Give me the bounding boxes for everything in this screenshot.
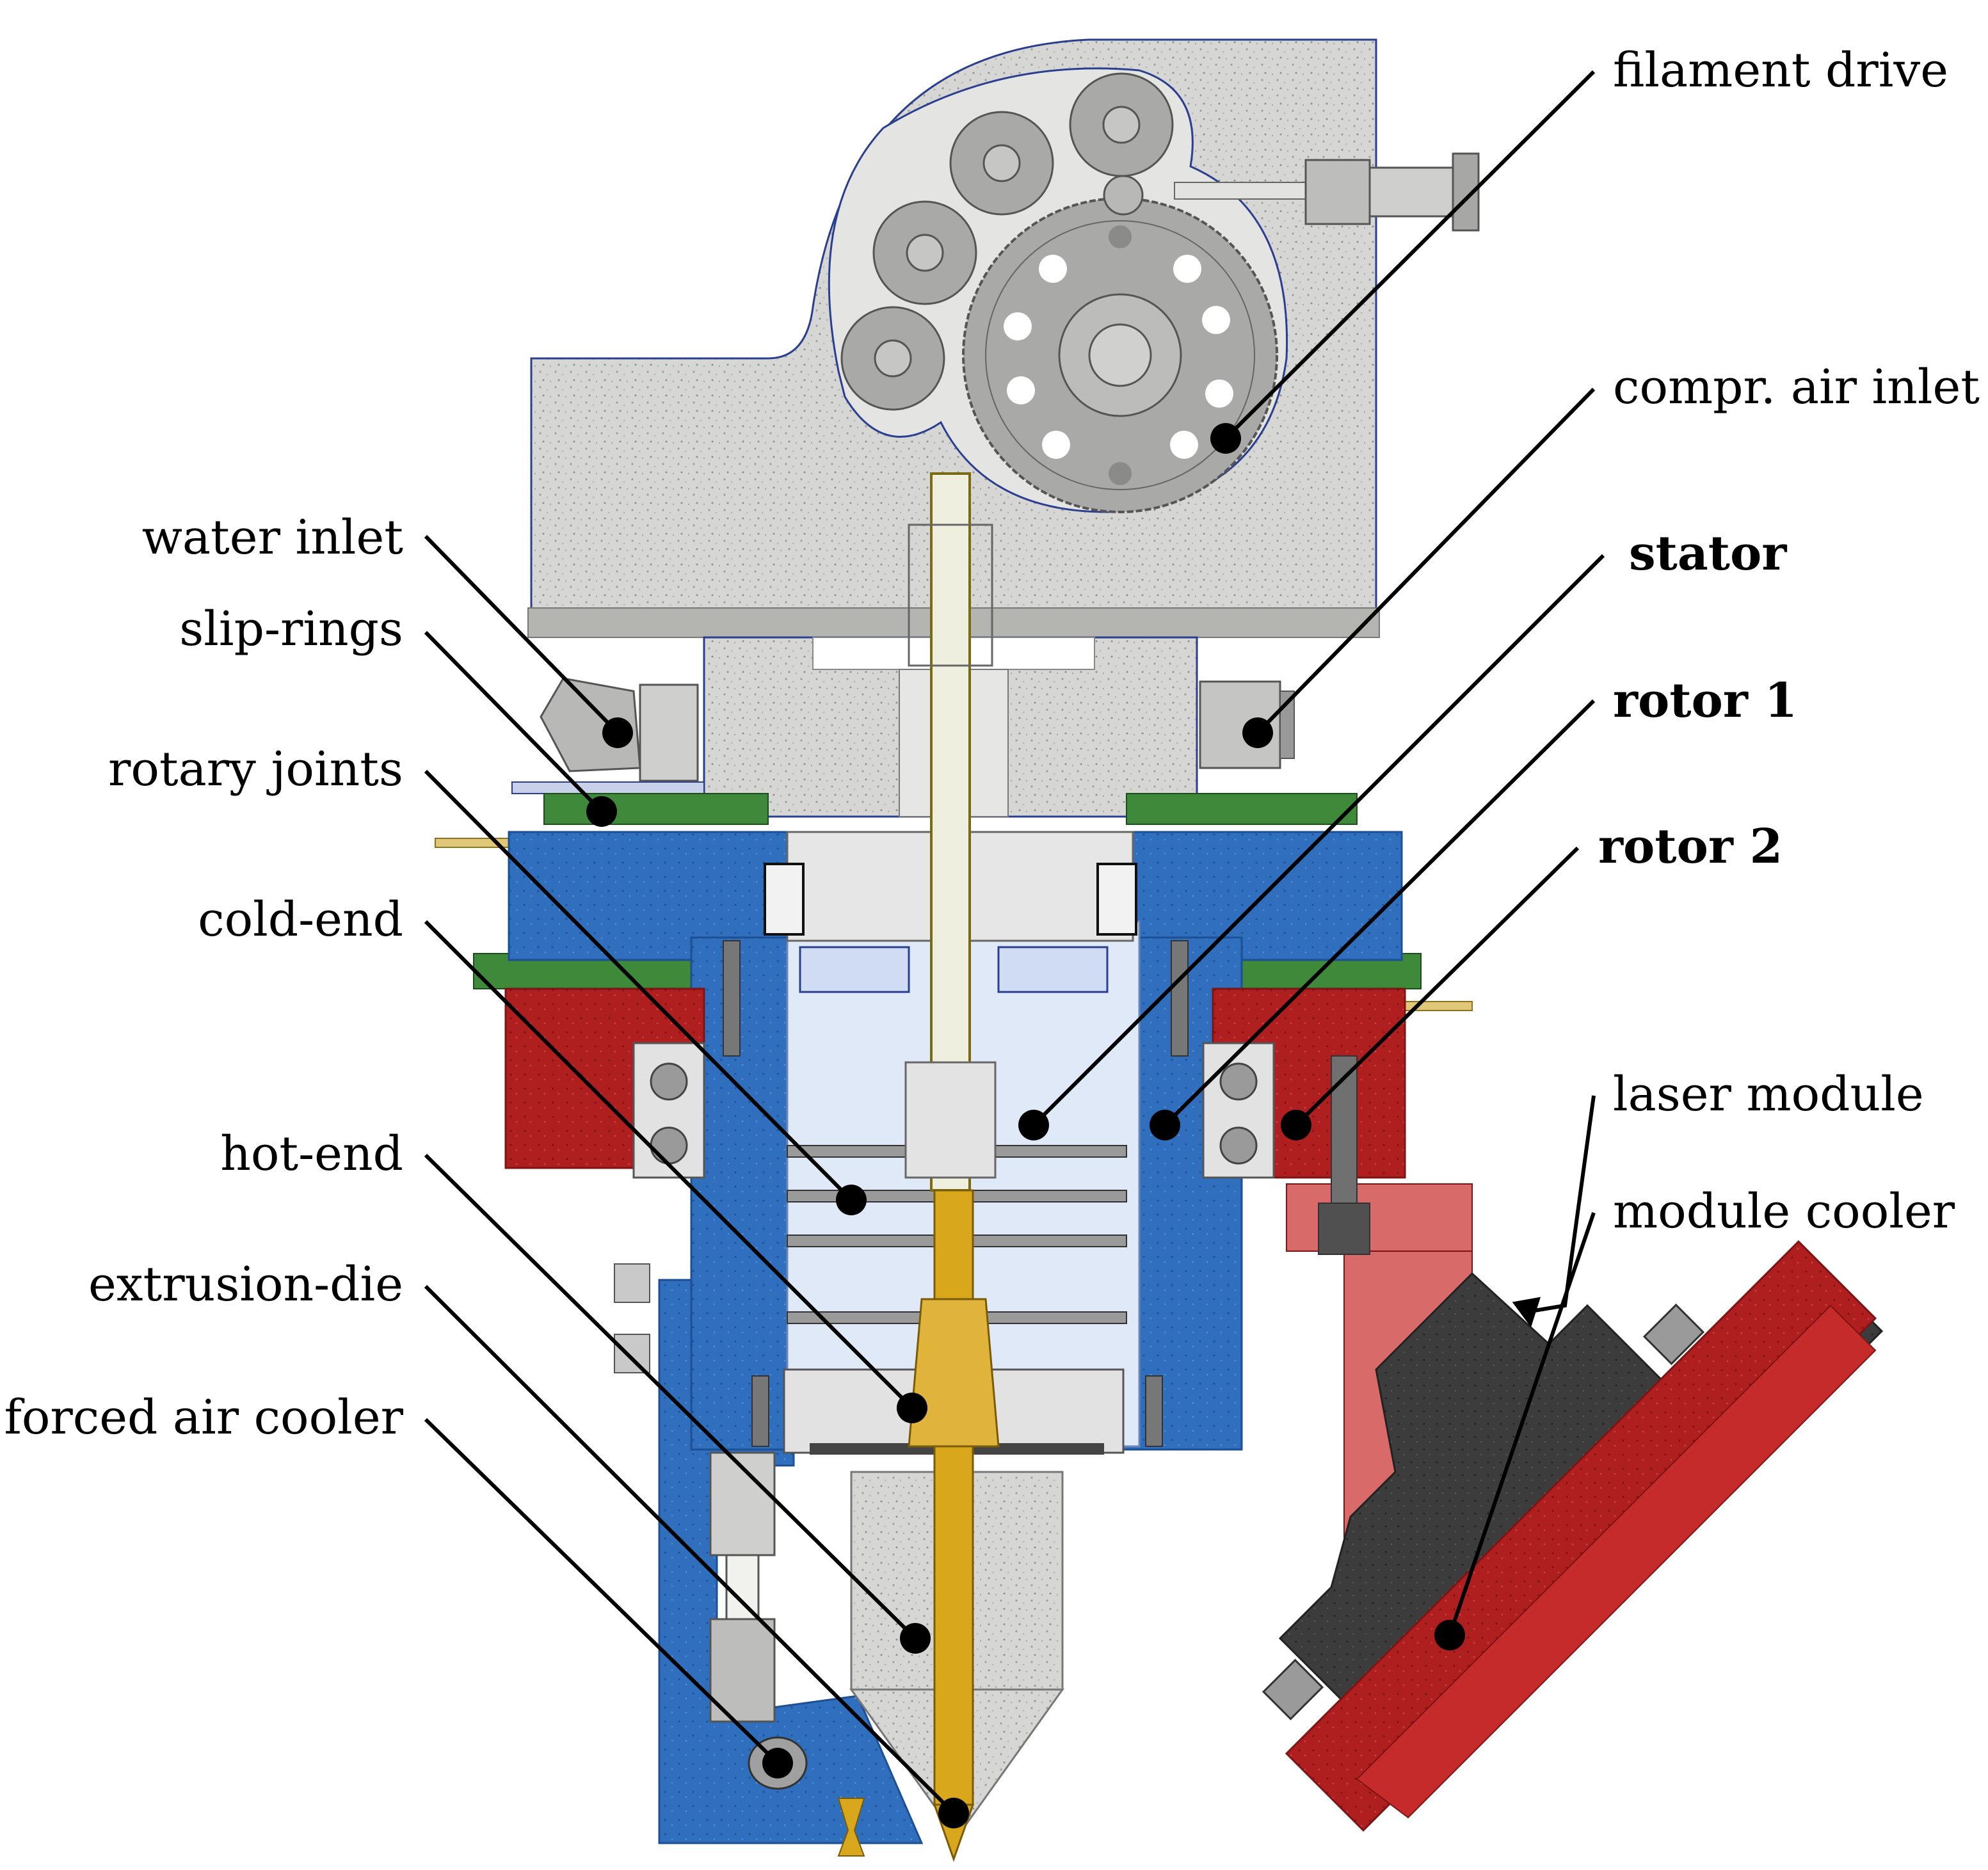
label-forced-air-cooler: forced air cooler (4, 1390, 403, 1445)
idler-roller-2 (1069, 72, 1174, 177)
label-extrusion-die: extrusion-die (88, 1257, 403, 1312)
label-cold-end: cold-end (198, 892, 403, 947)
bolt-rotor-2 (1318, 1055, 1370, 1255)
label-rotary-joints: rotary joints (108, 742, 403, 797)
water-inlet-fitting (540, 677, 699, 782)
label-stator: stator (1629, 526, 1787, 581)
leader-lines (424, 70, 1605, 1815)
filament-tube (904, 472, 997, 1192)
dot-rotary-joints (836, 1185, 867, 1215)
leader-forced-air-cooler (424, 1418, 780, 1765)
label-filament-drive: filament drive (1613, 43, 1948, 98)
dot-stator (1018, 1110, 1049, 1140)
leader-slip-rings (424, 630, 604, 813)
dot-compr-air-inlet (1242, 717, 1273, 748)
gear-train (828, 67, 1288, 513)
leader-rotor-2 (1294, 846, 1580, 1127)
dot-hot-end (900, 1623, 931, 1654)
label-module-cooler: module cooler (1613, 1184, 1955, 1239)
dot-rotor-1 (1150, 1110, 1180, 1140)
callout-dots (586, 423, 1465, 1828)
leader-rotor-1 (1163, 699, 1596, 1127)
label-slip-rings: slip-rings (179, 602, 403, 657)
leader-hot-end (424, 1153, 917, 1640)
laser-module-arrowhead (1512, 1297, 1541, 1327)
leader-module-cooler (1448, 1212, 1596, 1636)
dot-forced-air-cooler (762, 1748, 793, 1778)
hot-end-nozzle (849, 1189, 1064, 1862)
dot-extrusion-die (938, 1798, 969, 1828)
leader-cold-end (424, 920, 914, 1410)
label-compr-air-inlet: compr. air inlet (1613, 360, 1980, 415)
leader-compr-air-inlet (1256, 387, 1596, 735)
leader-laser-module (1526, 1095, 1596, 1314)
dot-water-inlet (602, 717, 633, 748)
label-rotor-1: rotor 1 (1613, 673, 1797, 728)
dot-filament-drive (1210, 423, 1241, 454)
leader-rotary-joints (424, 769, 853, 1202)
leader-extrusion-die (424, 1284, 956, 1815)
callout-labels: filament drive compr. air inlet stator r… (4, 43, 1980, 1445)
label-rotor-2: rotor 2 (1598, 819, 1783, 874)
label-hot-end: hot-end (220, 1126, 403, 1181)
leader-stator (1032, 554, 1605, 1127)
label-water-inlet: water inlet (142, 510, 404, 565)
dot-slip-rings (586, 796, 617, 827)
label-laser-module: laser module (1613, 1067, 1924, 1122)
dot-cold-end (897, 1393, 927, 1423)
dot-module-cooler (1434, 1620, 1465, 1650)
leader-water-inlet (424, 534, 620, 735)
fixing-bolts (723, 940, 1189, 1447)
dot-rotor-2 (1281, 1110, 1311, 1140)
idler-roller-4 (840, 306, 945, 411)
idler-roller-3 (872, 200, 977, 305)
idler-roller-1 (949, 111, 1054, 216)
drive-gear (962, 197, 1278, 513)
leader-filament-drive (1224, 70, 1596, 440)
bearing-left (632, 1042, 705, 1179)
laser-module-assembly (1262, 1240, 1884, 1832)
bearing-right (1202, 1042, 1275, 1179)
